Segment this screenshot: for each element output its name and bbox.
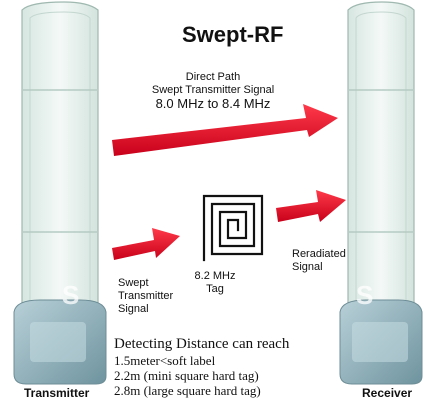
tag-spiral-icon <box>202 194 264 262</box>
receiver-antenna <box>339 1 423 385</box>
diagram-title: Swept-RF <box>182 22 284 47</box>
swept-line1: Swept <box>118 277 149 289</box>
detecting-heading: Detecting Distance can reach <box>114 336 290 352</box>
reradiated-line2: Signal <box>292 261 323 273</box>
tag-label: 8.2 MHz Tag <box>185 270 245 296</box>
receiver-label: Receiver <box>362 386 413 400</box>
reradiated-line1: Reradiated <box>292 248 346 260</box>
reradiated-label: Reradiated Signal <box>292 248 346 274</box>
detecting-item: 2.8m (large square hard tag) <box>114 383 261 398</box>
direct-path-arrow <box>112 104 338 156</box>
direct-path-frequency: 8.0 MHz to 8.4 MHz <box>155 96 271 111</box>
direct-path-line2: Swept Transmitter Signal <box>151 84 275 96</box>
watermark-right: S <box>356 280 374 310</box>
detecting-item: 2.2m (mini square hard tag) <box>114 368 259 383</box>
swept-signal-arrow <box>112 228 180 260</box>
direct-path-label: Direct Path Swept Transmitter Signal 8.0… <box>118 71 308 110</box>
swept-signal-label: Swept Transmitter Signal <box>118 277 173 316</box>
swept-line2: Transmitter <box>118 290 174 302</box>
tag-word: Tag <box>206 283 224 295</box>
detecting-item: 1.5meter<soft label <box>114 353 216 368</box>
swept-line3: Signal <box>118 303 149 315</box>
direct-path-line1: Direct Path <box>185 71 241 83</box>
watermark-left: S <box>62 280 80 310</box>
transmitter-antenna <box>13 1 107 385</box>
tag-frequency: 8.2 MHz <box>194 270 236 282</box>
detecting-distance-block: Detecting Distance can reach 1.5meter<so… <box>114 336 289 398</box>
transmitter-label: Transmitter <box>24 386 90 400</box>
reradiated-signal-arrow <box>276 190 346 222</box>
